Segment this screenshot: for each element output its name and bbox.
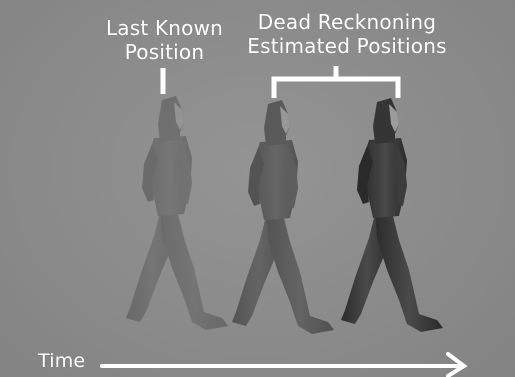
last-known-figure [126, 96, 228, 330]
estimated-figure-2 [341, 98, 443, 332]
estimated-figure-1 [232, 100, 334, 334]
estimated-positions-bracket [274, 66, 398, 98]
time-arrow [102, 354, 464, 376]
time-label: Time [38, 350, 85, 372]
